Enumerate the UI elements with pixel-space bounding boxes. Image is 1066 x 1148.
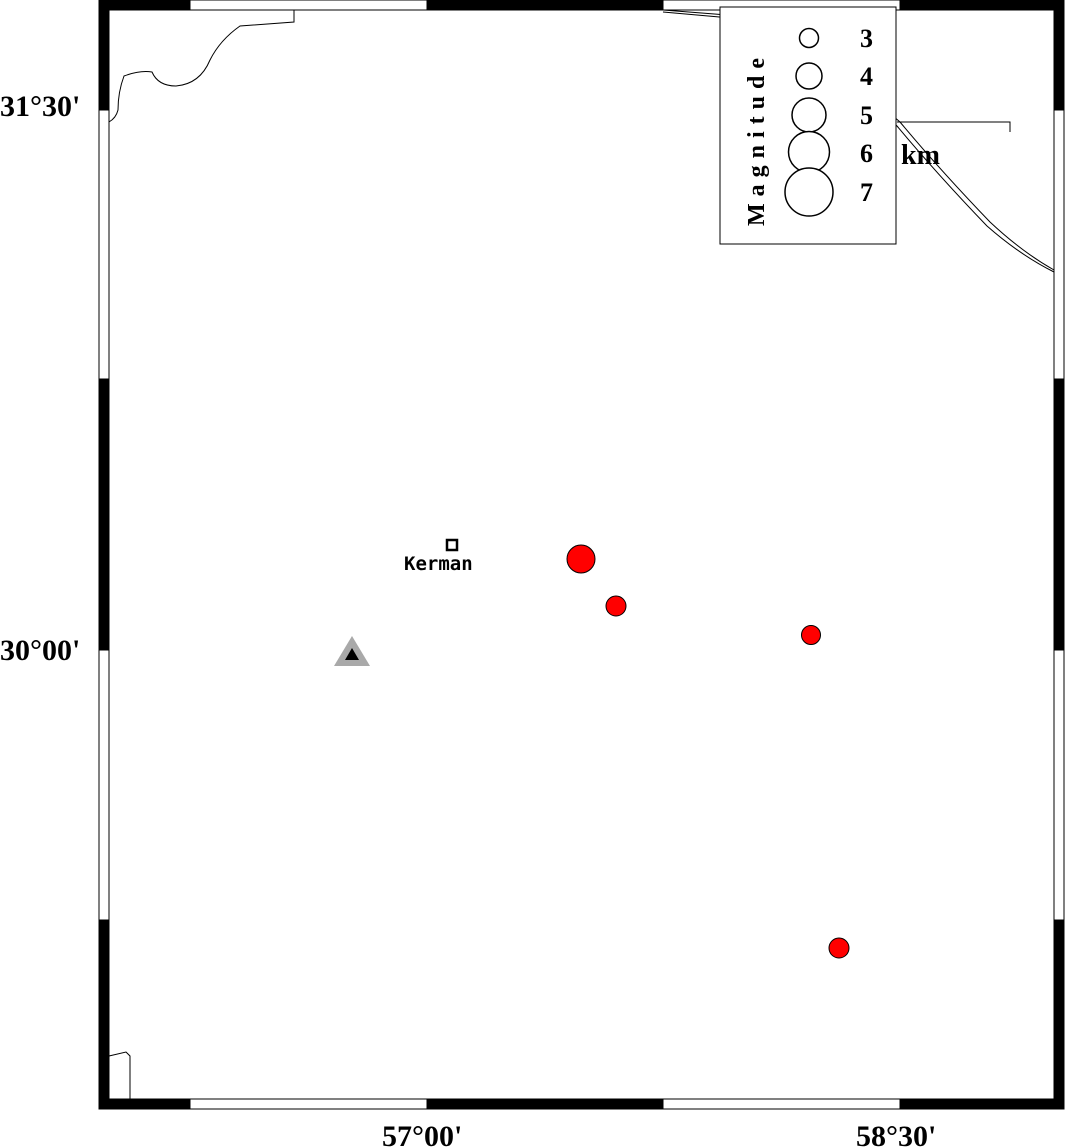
lon-label-57-00: 57°00' <box>382 1120 462 1148</box>
legend-label-6: 6 <box>860 139 873 168</box>
legend-label-4: 4 <box>860 62 873 91</box>
city-square-icon <box>445 538 459 552</box>
magnitude-legend: Magnitude 3 4 5 6 7 <box>719 6 897 245</box>
map-frame-border <box>98 0 1065 1110</box>
legend-title: Magnitude <box>744 51 770 226</box>
legend-circle-3 <box>798 27 820 49</box>
legend-circle-7 <box>784 167 834 217</box>
earthquake-event <box>828 937 850 959</box>
lon-label-58-30: 58°30' <box>856 1120 936 1148</box>
legend-circle-5 <box>791 97 827 133</box>
legend-circle-6 <box>787 130 831 174</box>
station-inner-triangle-icon <box>345 648 359 660</box>
lat-label-31-30: 31°30' <box>0 90 80 123</box>
earthquake-events <box>566 544 850 959</box>
lat-label-30-00: 30°00' <box>0 634 80 667</box>
city-kerman: Kerman <box>404 538 473 575</box>
earthquake-event <box>566 544 596 574</box>
legend-label-7: 7 <box>860 178 873 207</box>
legend-label-5: 5 <box>860 101 873 130</box>
legend-label-3: 3 <box>860 24 873 53</box>
earthquake-event <box>605 595 627 617</box>
city-label: Kerman <box>404 553 473 575</box>
earthquake-event <box>801 625 821 645</box>
legend-circle-4 <box>795 62 823 90</box>
seismic-station <box>334 636 370 666</box>
